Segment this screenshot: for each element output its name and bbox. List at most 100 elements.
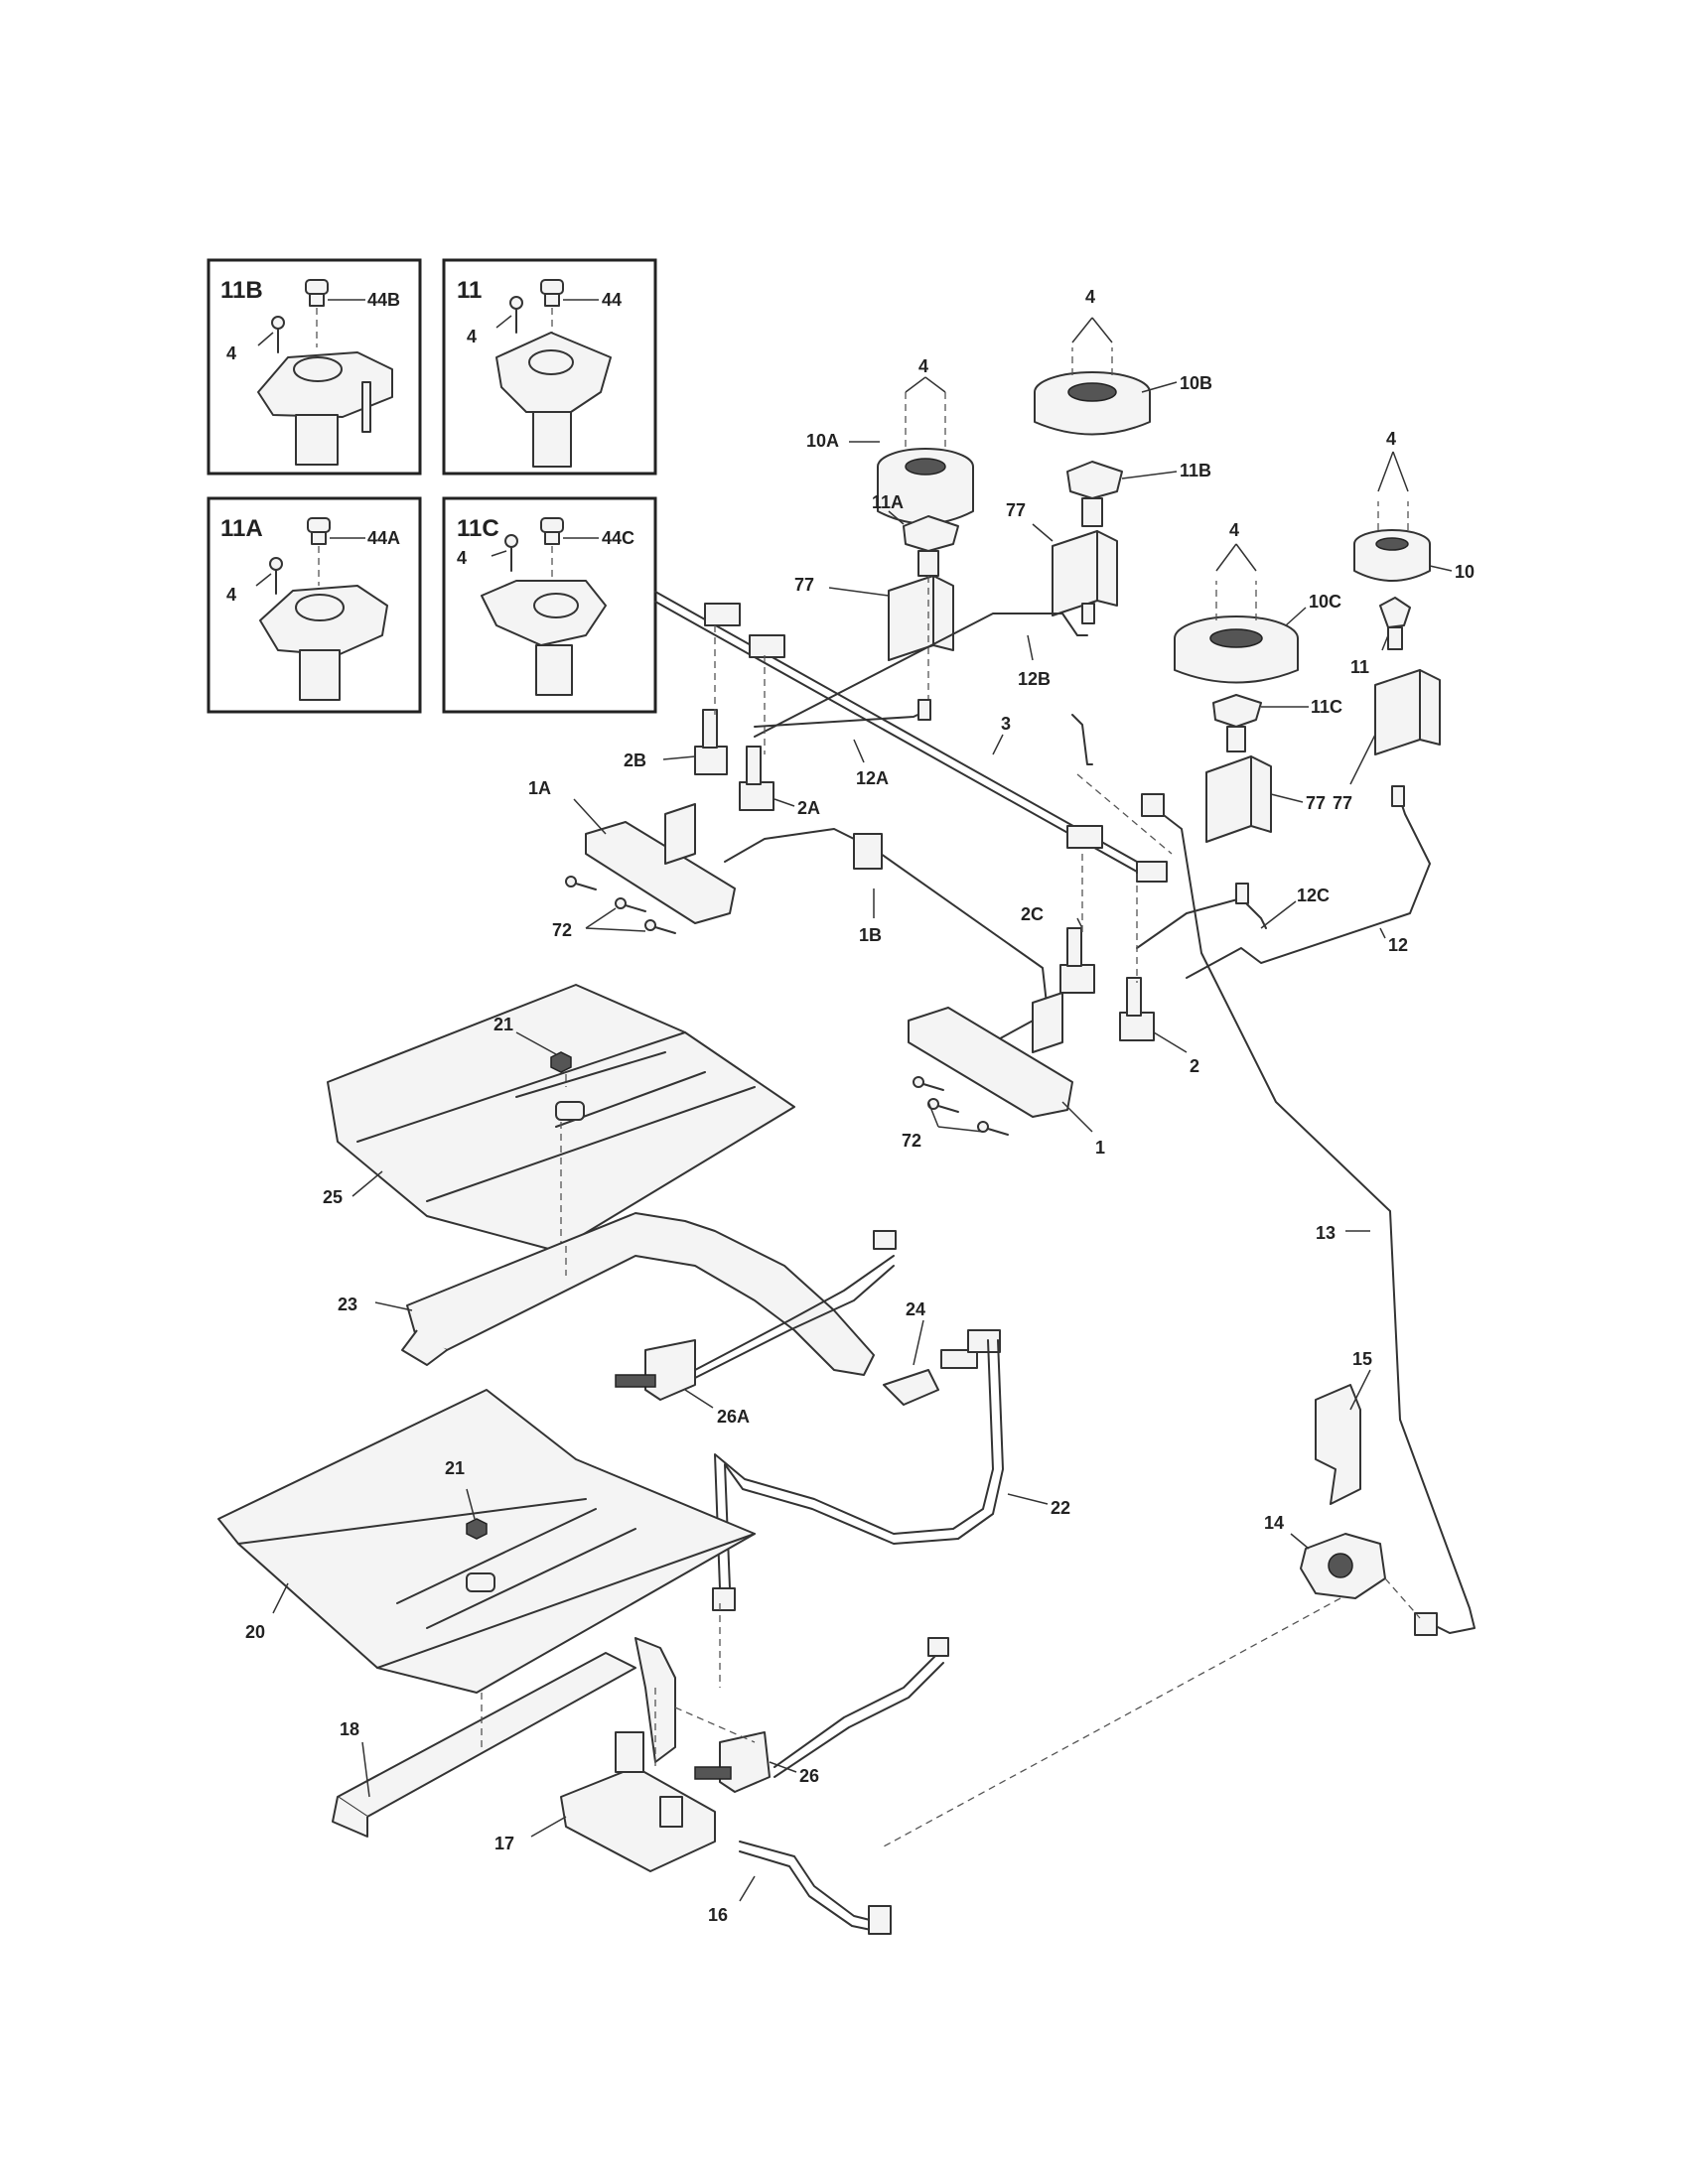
screw-4-icon [271, 316, 285, 353]
label-10c: 10C [1309, 592, 1341, 612]
label-12c: 12C [1297, 886, 1330, 905]
label-10b: 10B [1180, 373, 1212, 393]
burner-head-11a-icon [903, 515, 959, 577]
label-11a: 11A [872, 492, 904, 512]
inset-11-title: 11 [457, 277, 482, 304]
heat-shield-25-icon [327, 984, 795, 1252]
label-4-10: 4 [1386, 429, 1396, 449]
label-1b: 1B [859, 925, 882, 945]
screw-4-label: 4 [467, 327, 477, 346]
label-77-left: 77 [794, 575, 814, 595]
burner-head-11b-icon [1066, 461, 1123, 527]
bracket-77-middle-icon [1052, 530, 1118, 616]
inset-11c-title: 11C [457, 515, 499, 542]
label-10: 10 [1455, 562, 1475, 582]
label-11b: 11B [1180, 461, 1211, 480]
label-10a: 10A [806, 431, 839, 451]
label-12a: 12A [856, 768, 889, 788]
bracket-77-center-icon [1205, 755, 1272, 843]
cap-44a-label: 44A [367, 528, 400, 548]
burner-10b-icon [1034, 371, 1151, 436]
burner-tube-23-icon [401, 1212, 875, 1376]
label-77-middle: 77 [1006, 500, 1026, 520]
label-2c: 2C [1021, 904, 1044, 924]
orifice-24-icon [883, 1329, 1001, 1406]
label-4-10b: 4 [1085, 287, 1095, 307]
label-18: 18 [340, 1719, 359, 1739]
label-1a: 1A [528, 778, 551, 798]
valve-2a-icon [739, 746, 774, 811]
burner-10a-icon [877, 448, 974, 525]
tube-12-icon [1186, 785, 1431, 979]
tube-16-icon [739, 1841, 892, 1935]
label-21-upper: 21 [493, 1015, 513, 1034]
inset-11b-title: 11B [220, 277, 263, 304]
cap-44a-icon [307, 517, 331, 545]
inset-11a-title: 11A [220, 515, 263, 542]
heat-shield-20-icon [217, 1389, 756, 1694]
inset-11a: 11A 44A 4 [207, 496, 422, 714]
screw-4-label: 4 [226, 585, 236, 605]
label-4-10c: 4 [1229, 520, 1239, 540]
burner-head-11b-icon [257, 351, 393, 466]
valve-2-icon [1119, 977, 1155, 1041]
screw-4-icon [269, 557, 283, 595]
cap-44-icon [540, 279, 564, 307]
label-11: 11 [1350, 657, 1369, 677]
label-26: 26 [799, 1766, 819, 1786]
label-22: 22 [1051, 1498, 1070, 1518]
label-72-left: 72 [552, 920, 572, 940]
cap-44b-icon [305, 279, 329, 307]
inset-11c: 11C 44C 4 [442, 496, 657, 714]
bracket-77-left-icon [888, 575, 954, 661]
screw-4-label: 4 [226, 343, 236, 363]
cap-44b-label: 44B [367, 290, 400, 310]
label-16: 16 [708, 1905, 728, 1925]
label-12b: 12B [1018, 669, 1051, 689]
burner-tube-18-icon [332, 1637, 676, 1838]
screw-4-icon [504, 534, 518, 572]
label-24: 24 [906, 1299, 925, 1319]
label-14: 14 [1264, 1513, 1284, 1533]
igniter-26a-icon [615, 1230, 897, 1401]
screw-4-icon [509, 296, 523, 334]
tube-22-icon [712, 1339, 1004, 1611]
burner-10c-icon [1174, 615, 1299, 684]
inset-11b: 11B 44B 4 [207, 258, 422, 476]
label-2: 2 [1190, 1056, 1199, 1076]
tube-1b-icon [724, 828, 1049, 1043]
label-15: 15 [1352, 1349, 1372, 1369]
manifold-3-icon [654, 591, 1168, 883]
igniter-26-icon [694, 1637, 949, 1793]
label-17: 17 [494, 1834, 514, 1853]
label-77-right: 77 [1333, 793, 1352, 813]
label-12: 12 [1388, 935, 1408, 955]
nut-21-upper-icon [550, 1051, 572, 1073]
label-13: 13 [1316, 1223, 1336, 1243]
regulator-14-icon [1300, 1533, 1386, 1599]
label-72-right: 72 [902, 1131, 921, 1151]
label-3: 3 [1001, 714, 1011, 734]
bracket-77-right-icon [1374, 669, 1441, 755]
bracket-15-icon [1315, 1384, 1361, 1505]
label-2b: 2B [624, 751, 646, 770]
cap-44c-label: 44C [602, 528, 634, 548]
label-20: 20 [245, 1622, 265, 1642]
label-23: 23 [338, 1295, 357, 1314]
burner-head-11-icon [1379, 597, 1411, 650]
tube-12b-icon [754, 603, 1095, 738]
burner-10-icon [1353, 529, 1431, 582]
tube-12c-icon [1136, 883, 1267, 949]
manifold-bar-1a-icon [585, 803, 736, 924]
nut-21-lower-icon [466, 1518, 488, 1540]
label-25: 25 [323, 1187, 343, 1207]
burner-head-11-icon [495, 332, 612, 468]
label-21-lower: 21 [445, 1458, 465, 1478]
cap-44-label: 44 [602, 290, 622, 310]
label-77-center: 77 [1306, 793, 1326, 813]
valve-2c-icon [1059, 927, 1095, 994]
cap-44c-icon [540, 517, 564, 545]
label-4-10a: 4 [918, 356, 928, 376]
burner-head-11c-icon [1212, 694, 1262, 752]
